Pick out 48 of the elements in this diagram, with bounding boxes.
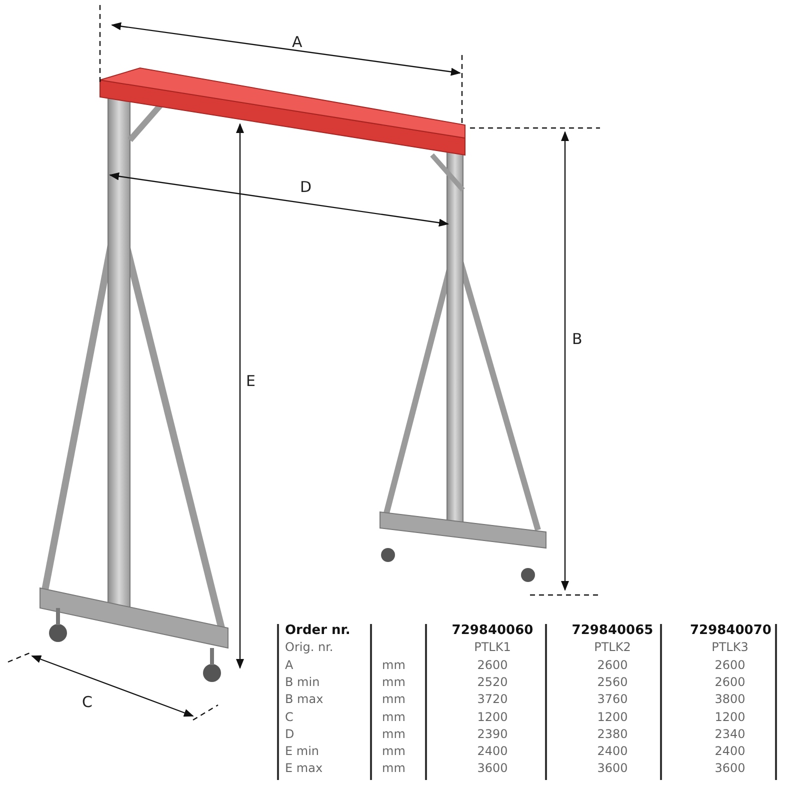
table-value: 1200 <box>596 708 629 726</box>
dimension-label: B <box>572 330 582 348</box>
table-value: 3800 <box>714 691 746 708</box>
table-value: 2400 <box>714 743 746 760</box>
table-value: 3600 <box>476 760 509 778</box>
row-label: D <box>285 726 294 743</box>
row-label: Orig. nr. <box>285 639 334 656</box>
unit-label: mm <box>382 656 406 674</box>
dimension-label: A <box>292 33 302 51</box>
table-value: 2600 <box>596 656 629 674</box>
table-value: 2600 <box>476 656 509 674</box>
table-value: 3760 <box>596 691 629 708</box>
row-label: Order nr. <box>285 622 350 639</box>
table-value: PTLK3 <box>710 639 750 656</box>
unit-label: mm <box>382 726 406 743</box>
table-value: 2340 <box>714 726 746 743</box>
table-value: 1200 <box>714 708 746 726</box>
column-header: 729840065 <box>570 622 654 639</box>
unit-label: mm <box>382 760 406 778</box>
table-value: 1200 <box>476 708 509 726</box>
dimension-label: D <box>300 178 312 196</box>
table-value: 3720 <box>476 691 509 708</box>
table-value: 2520 <box>476 674 509 691</box>
unit-label: mm <box>382 674 406 691</box>
unit-label: mm <box>382 691 406 708</box>
row-label: B max <box>285 691 324 708</box>
row-label: A <box>285 656 294 674</box>
table-value: PTLK2 <box>593 639 632 656</box>
unit-label: mm <box>382 708 406 726</box>
table-value: 3600 <box>714 760 746 778</box>
row-label: B min <box>285 674 320 691</box>
table-value: 2600 <box>714 674 746 691</box>
column-header: 729840060 <box>450 622 534 639</box>
table-value: PTLK1 <box>473 639 512 656</box>
table-value: 2380 <box>596 726 629 743</box>
row-label: E min <box>285 743 320 760</box>
table-value: 2400 <box>596 743 629 760</box>
row-label: C <box>285 708 294 726</box>
table-value: 2390 <box>476 726 509 743</box>
row-label: E max <box>285 760 323 778</box>
column-header: 729840070 <box>690 622 770 639</box>
table-value: 2600 <box>714 656 746 674</box>
unit-label: mm <box>382 743 406 760</box>
table-value: 3600 <box>596 760 629 778</box>
table-value: 2560 <box>596 674 629 691</box>
dimension-label: C <box>82 693 92 711</box>
dimension-label: E <box>246 372 256 390</box>
table-value: 2400 <box>476 743 509 760</box>
